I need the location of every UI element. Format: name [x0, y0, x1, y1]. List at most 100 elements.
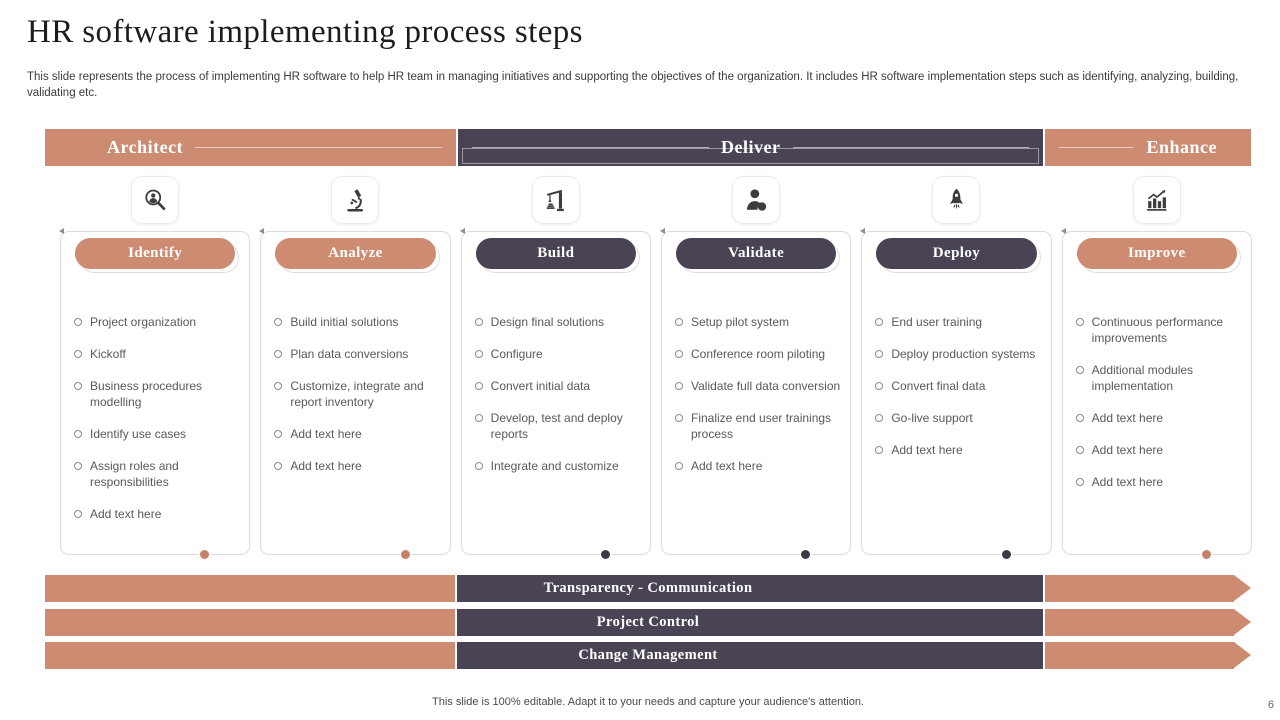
- ribbon-segment: [45, 608, 455, 636]
- list-item: Conference room piloting: [674, 346, 842, 362]
- slide-description: This slide represents the process of imp…: [27, 71, 1239, 100]
- microscope-icon: [332, 177, 379, 223]
- list-item: Add text here: [674, 458, 842, 474]
- step-pill: Validate: [676, 238, 837, 269]
- list-item: Design final solutions: [474, 314, 642, 330]
- list-item: Kickoff: [73, 346, 241, 362]
- phase-label: Architect: [107, 137, 184, 157]
- phase-label: Enhance: [1146, 137, 1217, 157]
- footer-note: This slide is 100% editable. Adapt it to…: [432, 696, 864, 708]
- step-item-list: Continuous performance improvements Addi…: [1063, 314, 1251, 490]
- ribbon-segment: [455, 608, 1045, 636]
- card-accent-dot: [200, 550, 210, 559]
- step-cards-row: Identify Project organization Kickoff Bu…: [58, 228, 1252, 559]
- growth-chart-icon: [1133, 177, 1180, 223]
- rocket-icon: [933, 177, 980, 223]
- person-check-icon: [733, 177, 780, 223]
- ribbon-change-management: Change Management: [45, 642, 1251, 669]
- ribbon-label: Project Control: [596, 613, 700, 630]
- step-pill: Build: [475, 238, 636, 269]
- step-item-list: Setup pilot system Conference room pilot…: [662, 314, 850, 474]
- step-pill: Deploy: [876, 238, 1037, 269]
- ribbon-segment: [455, 642, 1045, 669]
- list-item: Convert final data: [874, 378, 1042, 394]
- step-item-list: Design final solutions Configure Convert…: [462, 314, 650, 474]
- ribbon-label: Transparency - Communication: [543, 580, 753, 596]
- icon-cell: [1062, 177, 1252, 223]
- list-item: Add text here: [73, 506, 241, 522]
- list-item: End user training: [874, 314, 1042, 330]
- icon-cell: [260, 177, 450, 223]
- list-item: Plan data conversions: [273, 346, 441, 362]
- step-card-analyze: Analyze Build initial solutions Plan dat…: [259, 228, 451, 559]
- step-card-identify: Identify Project organization Kickoff Bu…: [58, 228, 251, 559]
- list-item: Add text here: [273, 426, 441, 442]
- ribbon-arrow-tip: [1234, 642, 1251, 668]
- decorative-line: [195, 147, 443, 148]
- ribbon-project-control: Project Control: [45, 608, 1251, 636]
- step-card-improve: Improve Continuous performance improveme…: [1060, 228, 1252, 559]
- ribbon-label: Change Management: [578, 647, 718, 663]
- card-accent-dot: [601, 550, 611, 559]
- ribbon-segment: [455, 575, 1045, 602]
- ribbon-segment: [1045, 642, 1234, 669]
- list-item: Identify use cases: [73, 426, 241, 442]
- crane-icon: [532, 177, 579, 223]
- page-number: 6: [1267, 699, 1274, 711]
- list-item: Add text here: [1075, 410, 1243, 426]
- step-item-list: Project organization Kickoff Business pr…: [61, 314, 249, 522]
- decorative-line: [1059, 147, 1135, 148]
- page-title: HR software implementing process steps: [27, 14, 583, 50]
- list-item: Assign roles and responsibilities: [73, 458, 241, 490]
- list-item: Add text here: [1075, 442, 1243, 458]
- list-item: Customize, integrate and report inventor…: [273, 378, 441, 410]
- list-item: Business procedures modelling: [73, 378, 241, 410]
- step-card-validate: Validate Setup pilot system Conference r…: [659, 228, 852, 559]
- step-icons-row: [60, 177, 1252, 223]
- ribbon-arrow-tip: [1234, 575, 1251, 601]
- list-item: Develop, test and deploy reports: [474, 410, 642, 442]
- ribbon-segment: [45, 642, 455, 669]
- list-item: Add text here: [273, 458, 441, 474]
- card-accent-dot: [400, 550, 410, 559]
- step-pill: Analyze: [275, 238, 436, 269]
- step-card-deploy: Deploy End user training Deploy producti…: [860, 228, 1052, 559]
- phase-enhance: Enhance: [1043, 129, 1251, 166]
- step-pill: Improve: [1076, 238, 1237, 269]
- icon-cell: [461, 177, 651, 223]
- step-item-list: End user training Deploy production syst…: [862, 314, 1050, 458]
- icon-cell: [60, 177, 250, 223]
- phase-architect: Architect: [45, 129, 457, 166]
- bottom-ribbons: Transparency - Communication Project Con…: [45, 575, 1251, 676]
- list-item: Additional modules implementation: [1075, 362, 1243, 394]
- list-item: Convert initial data: [474, 378, 642, 394]
- list-item: Add text here: [1075, 474, 1243, 490]
- decorative-inner-box: [462, 148, 1040, 164]
- list-item: Build initial solutions: [273, 314, 441, 330]
- person-search-icon: [132, 177, 179, 223]
- ribbon-segment: [1045, 575, 1234, 602]
- step-card-build: Build Design final solutions Configure C…: [459, 228, 651, 559]
- decorative-line: [472, 147, 710, 148]
- ribbon-segment: [45, 575, 455, 602]
- card-accent-dot: [801, 550, 811, 559]
- ribbon-arrow-tip: [1234, 608, 1251, 635]
- icon-cell: [661, 177, 851, 223]
- card-accent-dot: [1001, 550, 1011, 559]
- icon-cell: [861, 177, 1051, 223]
- step-item-list: Build initial solutions Plan data conver…: [261, 314, 449, 474]
- list-item: Finalize end user trainings process: [674, 410, 842, 442]
- list-item: Setup pilot system: [674, 314, 842, 330]
- phase-label: Deliver: [721, 137, 781, 157]
- step-pill: Identify: [75, 238, 236, 269]
- ribbon-segment: [1045, 608, 1234, 636]
- phase-deliver: Deliver: [456, 129, 1044, 166]
- list-item: Deploy production systems: [874, 346, 1042, 362]
- phase-header-bar: Architect Deliver Enhance: [45, 129, 1251, 166]
- list-item: Go-live support: [874, 410, 1042, 426]
- decorative-line: [792, 147, 1030, 148]
- card-accent-dot: [1202, 550, 1212, 559]
- ribbon-transparency-communication: Transparency - Communication: [45, 575, 1251, 602]
- list-item: Configure: [474, 346, 642, 362]
- list-item: Project organization: [73, 314, 241, 330]
